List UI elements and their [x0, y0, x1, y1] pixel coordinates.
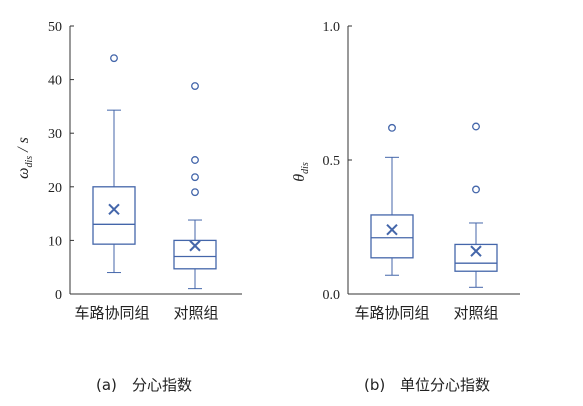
mean-marker: [386, 223, 398, 236]
chart-a-y-tick-label: 40: [48, 74, 62, 89]
chart-a-category-2: 对照组: [173, 304, 218, 322]
box-iqr: [92, 186, 136, 245]
chart-a-y-tick-label: 10: [48, 234, 62, 249]
chart-b-category-1: 车路协同组: [354, 304, 429, 322]
outlier-point: [472, 122, 480, 131]
mean-marker: [470, 245, 482, 257]
chart-a-box-1: [92, 54, 136, 274]
chart-a-y-tick-label: 30: [48, 127, 62, 142]
chart-b-box-1: [370, 123, 414, 276]
chart-a-y-ticks: 0 10 20 30 40 50: [48, 20, 74, 303]
chart-a-caption-index: (a): [96, 376, 117, 394]
mean-marker: [189, 240, 201, 252]
chart-b-y-tick-label: 0.0: [323, 288, 341, 303]
chart-b-y-ticks: 0.0 0.5 1.0: [323, 20, 352, 303]
outlier-point: [110, 54, 118, 63]
chart-a-y-tick-label: 20: [48, 181, 62, 196]
outlier-point: [191, 156, 199, 164]
box-iqr: [173, 239, 217, 270]
chart-a-box-2: [173, 82, 217, 290]
outlier-point: [191, 188, 199, 197]
chart-b-y-tick-label: 1.0: [323, 20, 341, 35]
outlier-point: [191, 82, 199, 90]
chart-a-y-label: ωdis / s: [15, 137, 35, 179]
chart-a-y-tick-label: 50: [48, 20, 62, 35]
chart-b: 0.0 0.5 1.0 θdis 车路协同组 对照组 (b) 单位分心指数: [291, 20, 520, 394]
chart-a-y-tick-label: 0: [55, 288, 62, 303]
chart-b-box-2: [454, 122, 498, 288]
chart-a-caption-text: 分心指数: [132, 376, 192, 394]
mean-marker: [108, 203, 120, 216]
outlier-point: [388, 123, 396, 132]
chart-b-y-tick-label: 0.5: [323, 154, 341, 169]
chart-b-y-label: θdis: [291, 162, 311, 182]
chart-a-boxes: [92, 54, 217, 290]
chart-b-boxes: [370, 122, 498, 288]
outlier-point: [472, 185, 480, 194]
chart-a: 0 10 20 30 40 50 ωdis / s 车路协同组 对照组 (a) 分心指数: [15, 20, 242, 394]
chart-b-caption-index: (b): [364, 376, 385, 394]
outlier-point: [191, 173, 199, 182]
box-iqr: [370, 214, 414, 259]
chart-b-caption-text: 单位分心指数: [400, 376, 490, 394]
chart-a-category-1: 车路协同组: [74, 304, 149, 322]
box-iqr: [454, 243, 498, 272]
chart-b-category-2: 对照组: [453, 304, 498, 322]
